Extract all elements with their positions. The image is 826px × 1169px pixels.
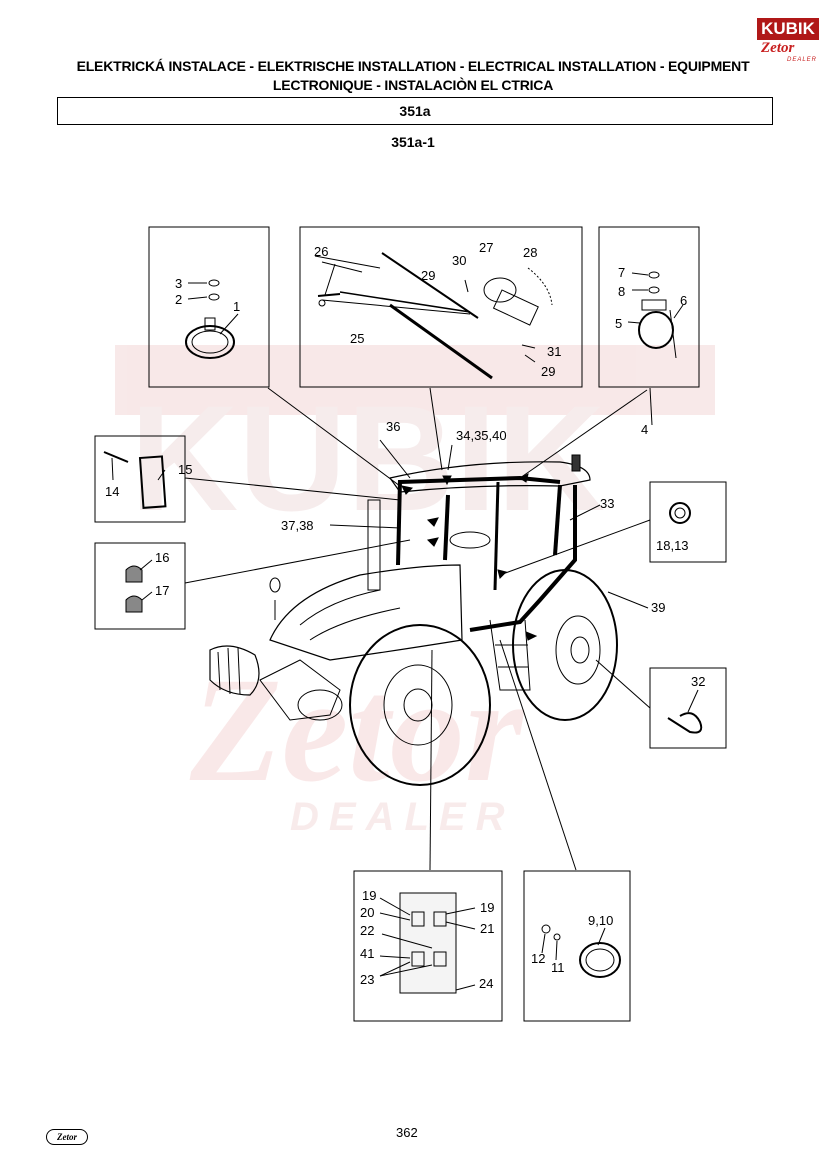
inset-box-beacon (598, 226, 700, 388)
leader-lines (184, 387, 653, 871)
callout-7: 7 (618, 265, 625, 280)
callout-2: 2 (175, 292, 182, 307)
section-box: 351a (57, 97, 773, 125)
callout-19b: 19 (480, 900, 494, 915)
footer-zetor-logo: Zetor (46, 1129, 88, 1145)
inset-box-mirror-lamp (523, 870, 631, 1022)
callout-3: 3 (175, 276, 182, 291)
switch-panel-part (379, 892, 476, 994)
callout-30: 30 (452, 253, 466, 268)
callout-29a: 29 (421, 268, 435, 283)
watermark-dealer: DEALER (290, 795, 514, 839)
inset-box-plugs (94, 542, 186, 630)
callout-21: 21 (480, 921, 494, 936)
label-part (103, 451, 167, 509)
work-lamp-part (185, 279, 239, 359)
title-line-2: LECTRONIQUE - INSTALACIÒN EL CTRICA (272, 77, 554, 93)
inset-box-work-lamp (148, 226, 270, 388)
callout-29b: 29 (541, 364, 555, 379)
plugs-part (125, 559, 153, 613)
logo-kubik-text: KUBIK (757, 18, 819, 40)
callout-41: 41 (360, 946, 374, 961)
callout-5: 5 (615, 316, 622, 331)
callout-39: 39 (651, 600, 665, 615)
callout-17: 17 (155, 583, 169, 598)
callout-22: 22 (360, 923, 374, 938)
callout-25: 25 (350, 331, 364, 346)
callout-24: 24 (479, 976, 493, 991)
inset-box-wiper (299, 226, 583, 388)
inset-box-switches (353, 870, 503, 1022)
callout-20: 20 (360, 905, 374, 920)
callout-12: 12 (531, 951, 545, 966)
callout-15: 15 (178, 462, 192, 477)
mirror-lamp-part (541, 924, 621, 978)
inset-box-clip (649, 667, 727, 749)
callout-32: 32 (691, 674, 705, 689)
watermark-kubik: KUBIK (130, 374, 605, 542)
callout-9-10: 9,10 (588, 913, 613, 928)
watermark: KUBIK Zetor DEALER (115, 345, 715, 839)
logo-zetor-text: Zetor (761, 40, 795, 56)
beacon-part (627, 271, 684, 359)
callout-34-35-40: 34,35,40 (456, 428, 507, 443)
figure-number: 351a-1 (391, 134, 435, 150)
callout-28: 28 (523, 245, 537, 260)
title-line-1: ELEKTRICKÁ INSTALACE - ELEKTRISCHE INSTA… (76, 58, 750, 74)
callout-1: 1 (233, 299, 240, 314)
watermark-zetor: Zetor (189, 647, 525, 813)
callout-6: 6 (680, 293, 687, 308)
callout-14: 14 (105, 484, 119, 499)
inset-box-grommet (649, 481, 727, 563)
inset-box-label (94, 435, 186, 523)
callout-18-13: 18,13 (656, 538, 689, 553)
callout-37-38: 37,38 (281, 518, 314, 533)
callout-31: 31 (547, 344, 561, 359)
callout-4: 4 (641, 422, 648, 437)
callout-33: 33 (600, 496, 614, 511)
kubik-zetor-logo: KUBIK Zetor DEALER (757, 18, 819, 66)
callout-16: 16 (155, 550, 169, 565)
callout-26: 26 (314, 244, 328, 259)
callout-23: 23 (360, 972, 374, 987)
callout-labels: 1 2 3 26 25 29 30 27 28 31 29 7 8 6 5 4 … (105, 240, 705, 991)
clip-part (667, 689, 703, 734)
callout-19a: 19 (362, 888, 376, 903)
wiper-part (314, 252, 553, 380)
callout-27: 27 (479, 240, 493, 255)
tractor-illustration (209, 454, 618, 786)
logo-dealer-text: DEALER (787, 57, 818, 63)
callout-11: 11 (551, 960, 565, 975)
callout-36: 36 (386, 419, 400, 434)
grommet-part (669, 502, 691, 524)
callout-8: 8 (618, 284, 625, 299)
page-number: 362 (396, 1125, 418, 1140)
